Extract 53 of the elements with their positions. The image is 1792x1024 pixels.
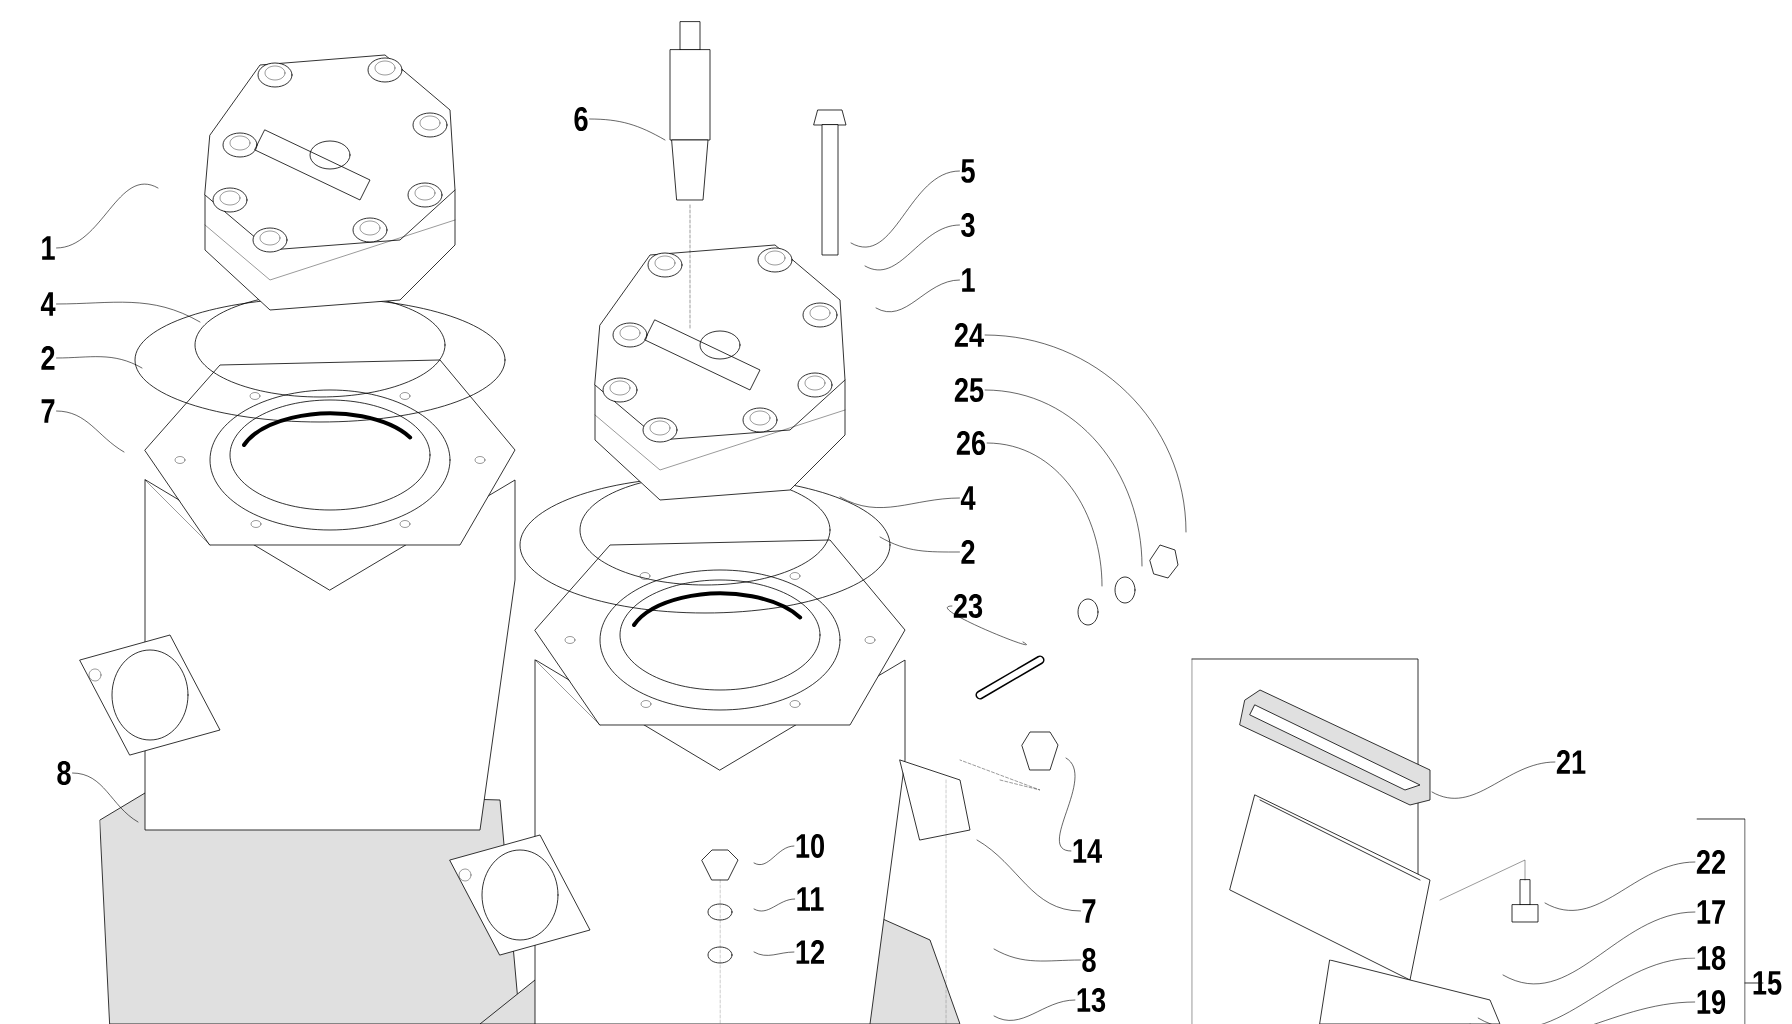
leader-line [976,839,1081,912]
callout-number: 2 [961,540,975,564]
leader-line [875,279,960,313]
leader-line [947,605,1027,646]
callout-number: 24 [954,323,984,347]
leader-line [850,170,960,248]
callout-number: 7 [1082,899,1096,923]
callout-number: 8 [1082,947,1096,973]
callout-number: 11 [797,887,824,911]
leader-line [839,496,960,508]
leader-line [993,948,1081,962]
leader-line [589,118,666,141]
callout-number: 7 [41,399,55,423]
callout-number: 17 [1697,900,1725,924]
callout-number: 4 [40,292,56,316]
callout-number: 10 [796,833,824,859]
leader-line [753,951,795,956]
callout-number: 1 [42,236,55,260]
callout-number: 14 [1073,839,1102,863]
leader-line [56,184,159,249]
callout-number: 23 [953,593,983,619]
callout-number: 2 [41,346,55,370]
leader-line [993,999,1076,1021]
leader-line [56,301,201,323]
callout-number: 22 [1696,850,1726,874]
leader-line [864,224,960,271]
leader-line [879,536,960,553]
leader-line [1502,911,1696,985]
callout-number: 25 [954,377,984,403]
leader-line [1544,861,1696,911]
leader-line [984,389,1143,567]
callout-number: 5 [961,159,975,183]
callout-number: 4 [960,486,976,510]
leader-line [1477,957,1696,1024]
callout-number: 15 [1753,971,1782,995]
callout-number: 18 [1697,945,1726,971]
callout-number: 19 [1697,989,1726,1015]
callout-number: 1 [962,268,975,292]
callout-number: 8 [57,760,71,786]
leader-line [753,845,795,865]
callout-number: 26 [956,430,986,456]
leader-line [56,410,125,453]
callout-number: 13 [1077,987,1106,1013]
leader-line [753,898,795,912]
callout-number: 3 [961,212,975,238]
callout-number: 12 [796,940,825,964]
callout-number: 21 [1556,750,1586,774]
leader-line [1431,761,1556,799]
leader-line [986,442,1103,587]
callout-number: 6 [574,106,588,132]
leader-line [984,334,1187,533]
leader-line [72,772,139,823]
leader-line [56,356,143,369]
